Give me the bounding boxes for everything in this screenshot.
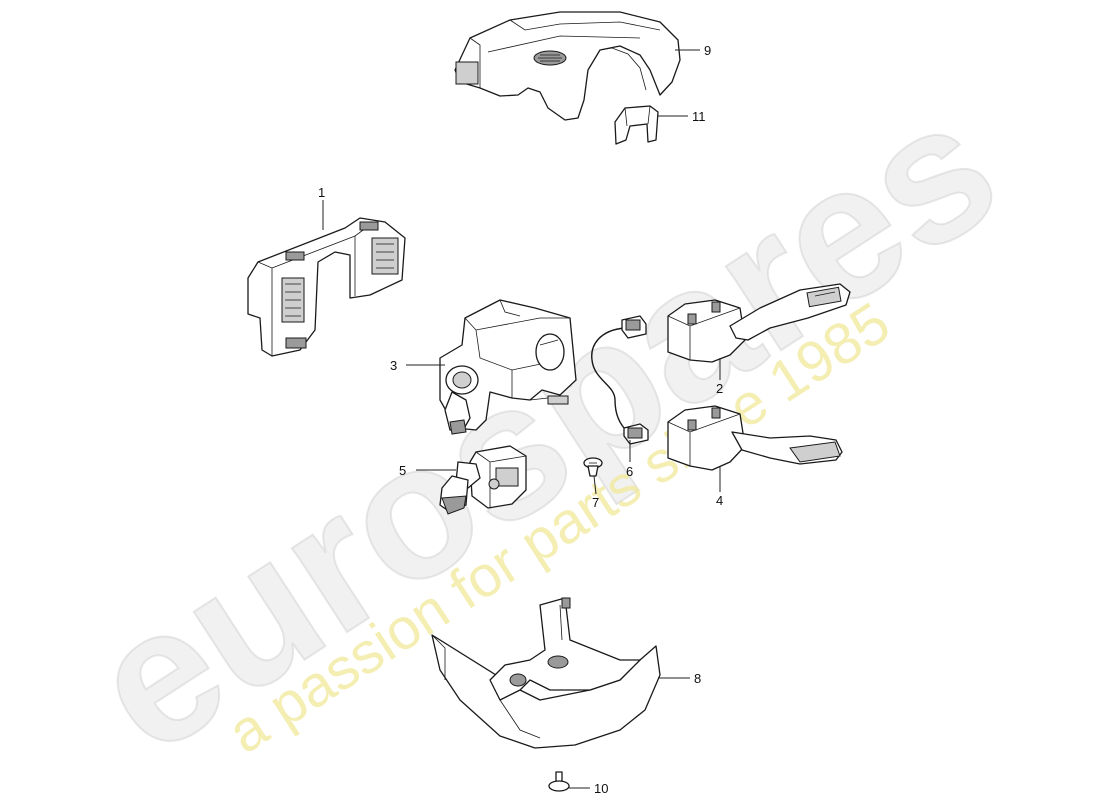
- part-labels: 1 2 3 4 5 6 7 8 9 10 11: [318, 43, 723, 796]
- part-1-module-frame: [247, 217, 406, 357]
- part-label-11: 11: [692, 109, 706, 124]
- leader-lines: [322, 49, 721, 789]
- part-label-7: 7: [592, 495, 599, 510]
- part-9-upper-cover: [454, 11, 681, 121]
- part-10-screw: [548, 771, 570, 792]
- part-6-cable: [591, 315, 649, 445]
- part-3-ignition-housing: [439, 299, 577, 435]
- part-label-3: 3: [390, 358, 397, 373]
- part-label-8: 8: [694, 671, 701, 686]
- part-4-stalk-switch-lower: [667, 405, 843, 471]
- part-label-2: 2: [716, 381, 723, 396]
- part-2-stalk-switch-upper: [667, 283, 851, 363]
- part-label-5: 5: [399, 463, 406, 478]
- part-label-10: 10: [594, 781, 608, 796]
- part-11-clip: [614, 105, 659, 145]
- part-5-switch: [439, 445, 527, 515]
- part-label-6: 6: [626, 464, 633, 479]
- part-label-4: 4: [716, 493, 723, 508]
- part-7-screw: [583, 457, 603, 477]
- part-8-lower-cover: [431, 597, 661, 749]
- part-label-9: 9: [704, 43, 711, 58]
- part-label-1: 1: [318, 185, 325, 200]
